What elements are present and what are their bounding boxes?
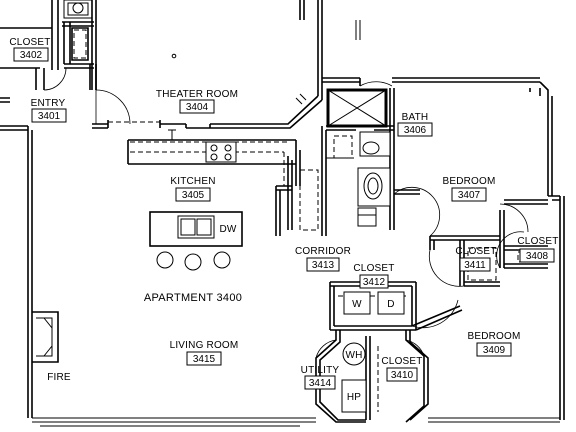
room-number: 3409	[483, 345, 506, 356]
room-bedroom-3407: BEDROOM 3407	[442, 176, 495, 202]
heat-pump-label: HP	[347, 392, 361, 403]
room-closet-3408: CLOSET 3408	[517, 236, 558, 263]
room-name: CLOSET	[517, 236, 558, 247]
room-number-box	[397, 122, 433, 137]
washer-label: W	[352, 299, 362, 310]
room-closet-3411: CLOSET 3411	[455, 246, 496, 272]
room-number: 3408	[526, 251, 549, 262]
room-name: KITCHEN	[170, 176, 215, 187]
room-name: CLOSET	[353, 263, 394, 274]
walls	[0, 0, 565, 427]
room-name: UTILITY	[301, 365, 340, 376]
room-number-box	[476, 342, 512, 357]
room-kitchen: KITCHEN 3405	[170, 176, 215, 202]
room-number: 3401	[38, 111, 61, 122]
room-number: 3404	[186, 102, 209, 113]
room-number-box	[31, 108, 67, 123]
room-corridor: CORRIDOR 3413	[295, 246, 351, 272]
room-name: BEDROOM	[467, 331, 520, 342]
room-number-box	[186, 351, 222, 366]
door-swings	[43, 67, 529, 359]
room-number: 3412	[363, 277, 386, 288]
room-closet-3402: CLOSET 3402	[9, 37, 50, 62]
room-closet-3412: CLOSET 3412	[353, 263, 394, 289]
room-number-box	[386, 367, 418, 382]
room-number: 3407	[458, 190, 481, 201]
room-name: BATH	[402, 112, 429, 123]
room-number: 3415	[193, 354, 216, 365]
room-number: 3414	[309, 378, 332, 389]
room-name: ENTRY	[31, 98, 66, 109]
room-number-box	[13, 47, 49, 62]
room-number-box	[179, 99, 215, 114]
room-number-box	[306, 257, 340, 272]
room-number: 3405	[182, 190, 205, 201]
room-number-box	[359, 274, 389, 289]
room-name: LIVING ROOM	[170, 340, 239, 351]
room-name: CORRIDOR	[295, 246, 351, 257]
room-bath: BATH 3406	[397, 112, 433, 137]
fire-label: FIRE	[47, 372, 71, 383]
room-entry: ENTRY 3401	[31, 98, 67, 123]
room-name: THEATER ROOM	[156, 89, 238, 100]
room-number-box	[519, 248, 555, 263]
room-closet-3410: CLOSET 3410	[381, 356, 422, 382]
apartment-label: APARTMENT 3400	[144, 292, 242, 304]
room-utility: UTILITY 3414	[301, 365, 340, 390]
room-number-box	[175, 187, 211, 202]
dryer-label: D	[387, 299, 394, 310]
room-number-box	[304, 375, 336, 390]
room-number: 3413	[312, 260, 335, 271]
room-name: BEDROOM	[442, 176, 495, 187]
room-theater: THEATER ROOM 3404	[156, 89, 238, 114]
room-number: 3402	[20, 50, 43, 61]
dishwasher-label: DW	[219, 224, 236, 235]
room-name: CLOSET	[455, 246, 496, 257]
room-bedroom-3409: BEDROOM 3409	[467, 331, 520, 357]
room-number: 3406	[404, 125, 427, 136]
room-number-box	[459, 257, 491, 272]
room-number-box	[451, 187, 487, 202]
water-heater-label: WH	[345, 350, 362, 361]
room-name: CLOSET	[381, 356, 422, 367]
room-number: 3410	[391, 370, 414, 381]
room-number: 3411	[464, 260, 486, 271]
room-living: LIVING ROOM 3415	[170, 340, 239, 366]
room-name: CLOSET	[9, 37, 50, 48]
